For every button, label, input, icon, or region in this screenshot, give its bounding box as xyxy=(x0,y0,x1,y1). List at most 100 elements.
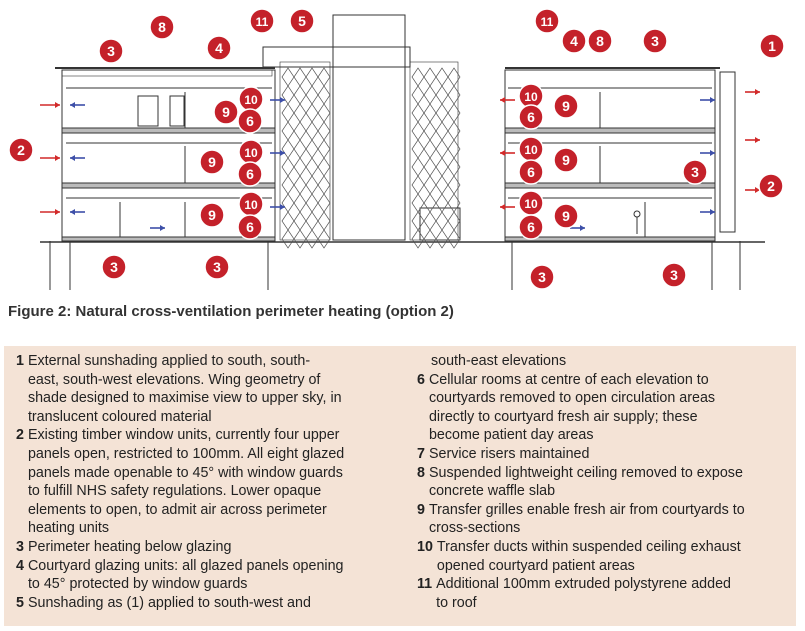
glazing-pane xyxy=(423,139,437,159)
callout-label: 9 xyxy=(562,208,570,224)
legend-item-line: to 45° protected by window guards xyxy=(27,576,248,593)
glazing-pane xyxy=(293,211,307,231)
courtyard-glazing-right xyxy=(409,61,459,241)
callout-circle xyxy=(518,159,544,185)
callout-marker-10: 10 xyxy=(238,191,264,217)
callout-label: 10 xyxy=(524,90,538,104)
glazing-pane xyxy=(281,121,295,141)
glazing-pane xyxy=(447,121,461,141)
callout-label: 6 xyxy=(246,166,254,182)
glazing-pane xyxy=(411,67,425,87)
glazing-pane xyxy=(411,229,425,249)
glazing-pane xyxy=(435,157,449,177)
callout-label: 3 xyxy=(538,269,546,285)
callout-label: 2 xyxy=(767,178,775,194)
callout-label: 9 xyxy=(208,154,216,170)
legend-item-line: Perimeter heating below glazing xyxy=(27,538,232,555)
glazing-pane xyxy=(293,193,307,213)
glazing-pane xyxy=(305,85,319,105)
glazing-pane xyxy=(281,67,295,87)
glazing-pane xyxy=(305,121,319,141)
glazing-pane xyxy=(447,103,461,123)
callout-label: 3 xyxy=(670,267,678,283)
airflow-arrowhead xyxy=(160,225,165,231)
glazing-pane xyxy=(293,121,307,141)
glazing-pane xyxy=(411,193,425,213)
callout-circle xyxy=(553,93,579,119)
callout-marker-8: 8 xyxy=(587,28,613,54)
callout-label: 10 xyxy=(244,146,258,160)
callout-marker-6: 6 xyxy=(518,159,544,185)
callout-circle xyxy=(759,33,785,59)
callout-label: 6 xyxy=(246,219,254,235)
glazing-pane xyxy=(305,139,319,159)
legend-item-number: 7 xyxy=(417,445,425,462)
airflow-arrowhead xyxy=(55,209,60,215)
glazing-pane xyxy=(317,67,331,87)
glazing-pane xyxy=(281,157,295,177)
callout-circle xyxy=(661,262,687,288)
glazing-pane xyxy=(293,157,307,177)
glazing-pane xyxy=(281,175,295,195)
left-door xyxy=(137,95,159,127)
right-sunshade xyxy=(719,71,736,233)
glazing-pane xyxy=(435,229,449,249)
callout-marker-6: 6 xyxy=(518,214,544,240)
legend-item-number: 10 xyxy=(417,538,433,555)
glazing-pane xyxy=(293,85,307,105)
glazing-pane xyxy=(435,121,449,141)
legend-item-line: panels open, restricted to 100mm. All ei… xyxy=(27,445,345,462)
callout-marker-10: 10 xyxy=(238,139,264,165)
callout-circle xyxy=(199,149,225,175)
callout-marker-9: 9 xyxy=(553,93,579,119)
airflow-arrowhead xyxy=(70,209,75,215)
callout-label: 10 xyxy=(524,143,538,157)
callout-marker-11: 11 xyxy=(534,8,560,34)
callout-label: 6 xyxy=(246,113,254,129)
callout-marker-1: 1 xyxy=(759,33,785,59)
callout-circle xyxy=(642,28,668,54)
legend-item-line: shade designed to maximise view to upper… xyxy=(27,390,342,407)
callout-circle xyxy=(587,28,613,54)
callout-marker-3: 3 xyxy=(98,38,124,64)
callout-circle xyxy=(213,99,239,125)
callout-label: 9 xyxy=(208,207,216,223)
legend-item-text: External sunshading applied to south, so… xyxy=(28,352,401,426)
glazing-pane xyxy=(435,139,449,159)
glazing-pane xyxy=(305,193,319,213)
callout-label: 6 xyxy=(527,109,535,125)
legend-item-line: Existing timber window units, currently … xyxy=(27,427,340,444)
legend-item-line: Transfer grilles enable fresh air from c… xyxy=(428,501,745,518)
callout-label: 10 xyxy=(244,198,258,212)
airflow-arrowhead xyxy=(55,102,60,108)
glazing-pane xyxy=(293,229,307,249)
glazing-pane xyxy=(411,85,425,105)
airflow-arrows xyxy=(40,89,760,231)
legend-item-number: 5 xyxy=(16,594,24,611)
glazing-pane xyxy=(317,229,331,249)
callout-label: 3 xyxy=(651,33,659,49)
building-structure xyxy=(40,14,765,290)
callout-circle xyxy=(534,8,560,34)
legend-item-line: east, south-west elevations. Wing geomet… xyxy=(27,371,321,388)
callout-marker-6: 6 xyxy=(237,161,263,187)
glazing-pane xyxy=(305,103,319,123)
callout-circle xyxy=(8,137,34,163)
callout-circle xyxy=(289,8,315,34)
glazing-pane xyxy=(293,67,307,87)
glazing-pattern xyxy=(281,67,461,249)
legend-item-line: translucent coloured material xyxy=(27,408,212,425)
airflow-arrowhead xyxy=(710,97,715,103)
callout-label: 6 xyxy=(527,164,535,180)
legend-item-line: Additional 100mm extruded polystyrene ad… xyxy=(436,576,731,593)
glazing-pane xyxy=(281,229,295,249)
airflow-arrowhead xyxy=(280,204,285,210)
callout-label: 6 xyxy=(527,219,535,235)
glazing-pane xyxy=(305,211,319,231)
callout-marker-10: 10 xyxy=(238,86,264,112)
